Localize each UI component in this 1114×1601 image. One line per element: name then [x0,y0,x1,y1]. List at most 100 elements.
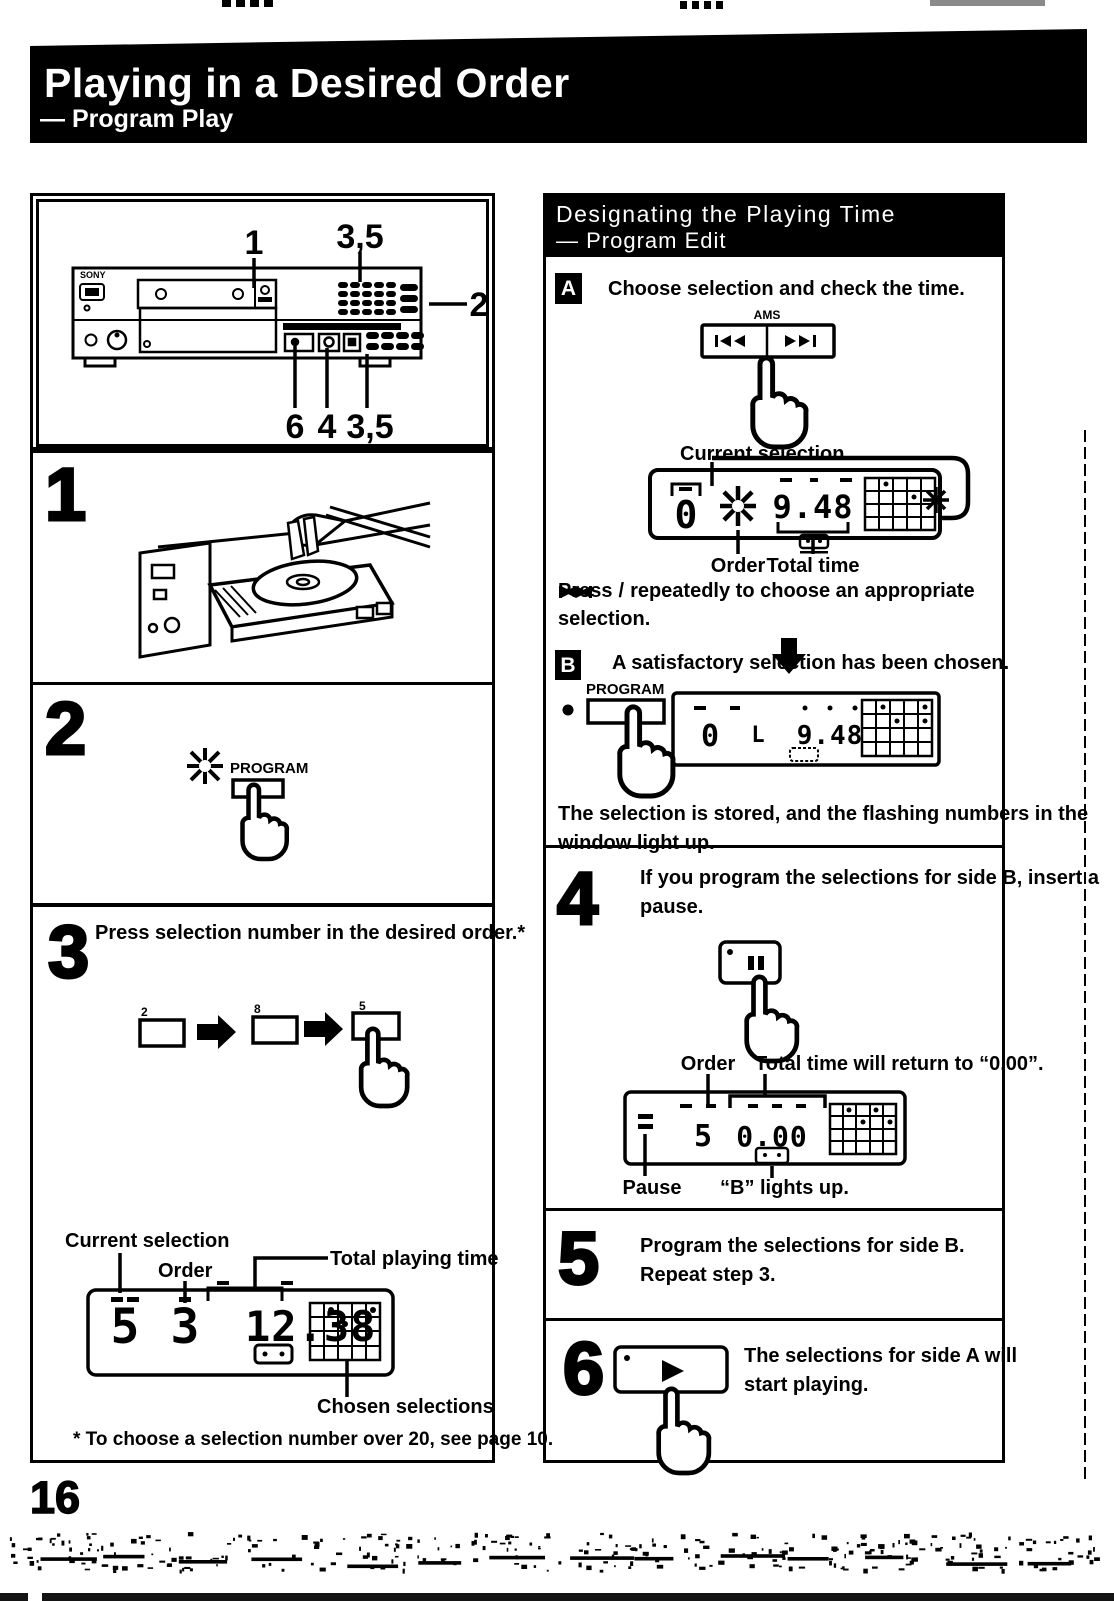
label-order: Order [681,1053,736,1075]
label-order: Order [711,555,766,577]
scan-noise-strip [9,1532,1100,1574]
play-icon [662,1360,684,1382]
down-arrow-icon [772,638,806,674]
divider [543,1208,1005,1211]
display-total-time: 9.48 [772,488,853,526]
device-diagram-box [36,199,489,447]
play-button-assembly [613,1345,729,1476]
left-display-diagram: Current selection Order Total playing ti… [65,1230,553,1450]
step6-line2: start playing. [744,1374,869,1396]
sectionA-display-diagram: Current selection 0 9.48 Order Total tim… [648,443,971,577]
step6-text: The selections for side A will start pla… [744,1342,1017,1400]
arrow-right-icon [197,1015,236,1049]
step6-number: 6 [561,1327,605,1410]
selection-button-8[interactable] [251,1015,299,1045]
step4-display-diagram: Order Total time will return to “0.00”. … [623,1053,1044,1199]
step6-line1: The selections for side A will [744,1345,1018,1367]
label-chosen-selections: Chosen selections [317,1396,494,1418]
bottom-bar-gap [28,1593,42,1601]
device-brand: SONY [80,270,106,280]
hand-icon [750,355,809,450]
display-order: L [751,723,764,748]
page-subtitle: — Program Play [40,105,234,133]
arrow-right-icon [304,1012,343,1046]
label-current-selection: Current selection [680,443,844,465]
display-order: 3 [171,1299,200,1355]
callout-1: 1 [245,224,264,262]
step2-program: PROGRAM [187,748,308,862]
ams-buttons: AMS [700,308,836,450]
right-header [546,196,1002,257]
caption-line1: The selection is stored, and the flashin… [558,803,1089,825]
next-icon [561,585,592,598]
callout-35-top: 3,5 [336,218,383,256]
chosen-selections-grid [863,476,949,532]
scan-mark [930,0,1045,6]
step5-text: Program the selections for side B. Repea… [640,1232,965,1290]
device-diagram: SONY 1 3,5 2 6 4 [71,218,489,446]
device-keypad [338,282,418,315]
step5-number: 5 [556,1217,600,1300]
divider [30,447,495,453]
label-total-playing-time: Total playing time [330,1248,499,1270]
ams-label: AMS [754,308,781,322]
right-column-box [543,193,1005,1463]
press-line2: selection. [558,608,651,630]
hand-icon [358,1026,410,1109]
pause-button-assembly [718,940,800,1064]
scan-mark [680,1,728,9]
step2-number: 2 [43,687,87,770]
sectionB-caption: The selection is stored, and the flashin… [558,800,1088,858]
button-label-8: 8 [254,1002,261,1016]
step3-buttons: 2 8 5 [138,999,410,1109]
label-total-time: Total time [767,555,860,577]
step3-instruction: Press selection number in the desired or… [95,922,526,944]
tape-icon [253,1343,294,1365]
press-slash: / [618,580,625,602]
program-label: PROGRAM [230,760,308,777]
callout-35-bottom: 3,5 [346,408,393,446]
button-label-5: 5 [359,999,366,1013]
step4-text: If you program the selections for side B… [640,864,1099,922]
display-current-selection: 5 [111,1299,140,1355]
scan-artifact-line [1084,430,1086,1480]
hand-icon [656,1386,712,1476]
sectionA-title: Choose selection and check the time. [608,278,965,300]
chosen-selections-grid [308,1301,382,1362]
step4-line1: If you program the selections for side B… [640,867,1099,889]
tape-icon [754,1146,790,1165]
display-window [671,691,941,767]
sectionB-program: PROGRAM [562,681,676,799]
pause-button[interactable] [718,940,782,985]
display-total-time: 9.48 [797,721,864,751]
label-b-lights: “B” lights up. [720,1177,849,1199]
callout-6: 6 [286,408,305,446]
step4-number: 4 [555,857,599,940]
bottom-scan-bar [0,1593,1114,1601]
button-label-2: 2 [141,1005,148,1019]
page-banner [30,29,1087,143]
chosen-selections-grid [828,1102,898,1156]
callout-2: 2 [470,286,489,324]
sectionB-badge: B [555,650,581,680]
display-order: 5 [694,1119,712,1154]
hand-icon [744,974,800,1064]
display-current-selection: 0 [675,493,698,537]
tape-icon [789,747,819,762]
divider [30,903,495,907]
left-column-box [30,193,495,1463]
chosen-selections-grid [860,698,934,758]
caption-line2: window light up. [558,832,715,854]
sectionB-title: A satisfactory selection has been chosen… [612,652,1010,674]
label-pause: Pause [623,1177,682,1199]
right-header-subtitle: — Program Edit [556,228,727,253]
step1-illustration [138,501,431,659]
next-icon [785,335,816,347]
press-after: repeatedly to choose an appropriate [630,580,975,602]
selection-button-2[interactable] [138,1018,186,1048]
sectionA-badge: A [555,273,582,304]
flash-icon [720,486,756,526]
step1-number: 1 [43,453,87,536]
divider [543,1318,1005,1321]
sectionB-display: 0 L 9.48 [671,691,941,767]
